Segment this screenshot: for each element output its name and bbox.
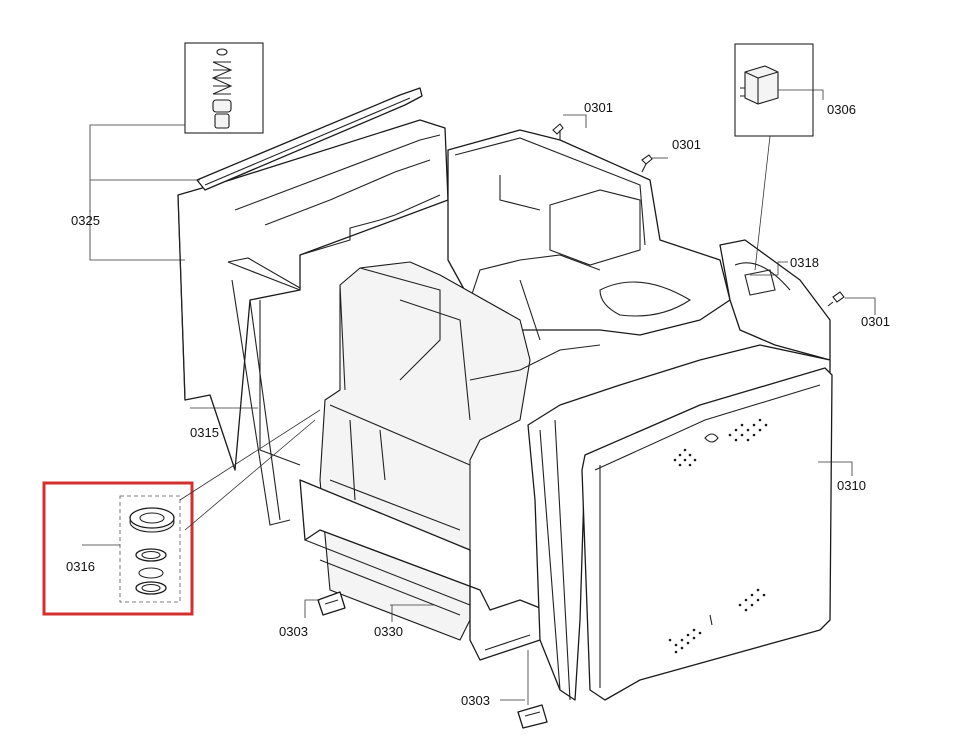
side-panel [581, 367, 833, 701]
label-0306: 0306 [827, 102, 856, 117]
inner-frame [299, 479, 546, 661]
top-rail [196, 87, 423, 191]
label-0301: 0301 [584, 100, 613, 115]
label-0301: 0301 [672, 137, 701, 152]
leader-lines [82, 89, 876, 705]
screw-icon [827, 291, 845, 307]
inset-box-0316 [42, 481, 194, 616]
label-0316: 0316 [66, 559, 95, 574]
label-0310: 0310 [837, 478, 866, 493]
back-frame [447, 129, 731, 341]
label-0325: 0325 [71, 213, 100, 228]
label-0301: 0301 [861, 314, 890, 329]
foot-icon [317, 591, 346, 616]
label-0303: 0303 [279, 624, 308, 639]
label-0318: 0318 [790, 255, 819, 270]
left-housing-panel [177, 119, 449, 526]
inset-box-0325 [184, 42, 264, 134]
screw-icon [552, 123, 564, 140]
screw-icon [641, 154, 653, 173]
label-0330: 0330 [374, 624, 403, 639]
label-0315: 0315 [190, 425, 219, 440]
foot-icon [517, 704, 548, 729]
vent-holes [668, 418, 768, 654]
label-0303: 0303 [461, 693, 490, 708]
